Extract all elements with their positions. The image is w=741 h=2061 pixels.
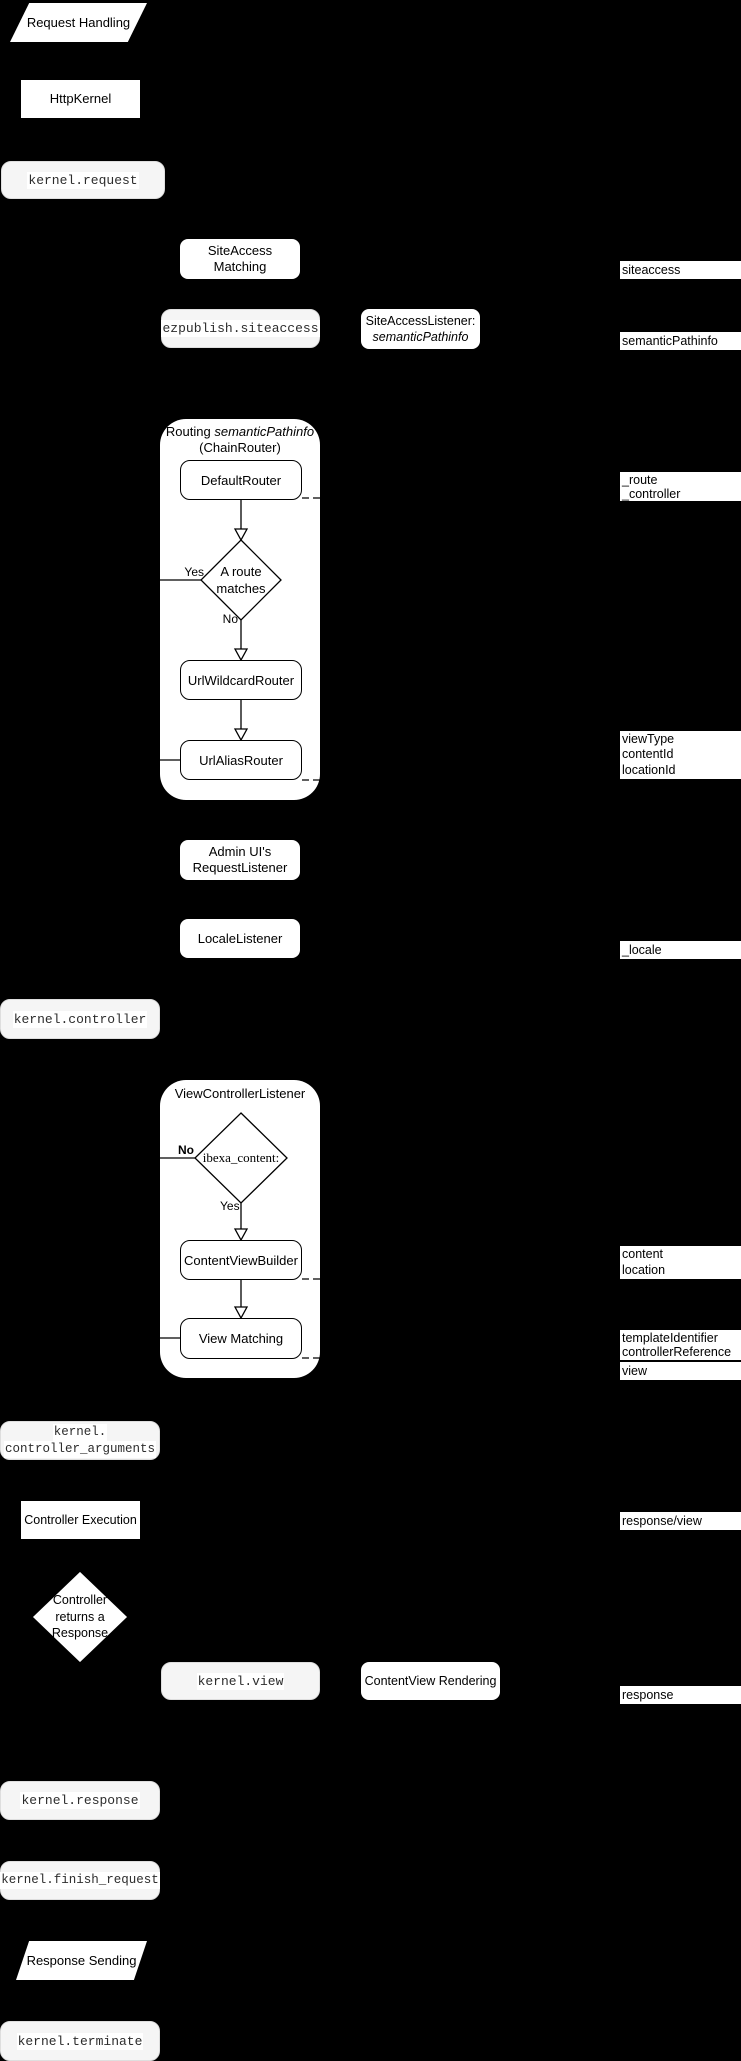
controller-execution-node: Controller Execution [21,1501,140,1539]
ibexa-content-label: ibexa_content: [202,1150,280,1165]
content-location-param-band: content location [620,1246,741,1279]
kernel-finish-request-event: kernel.finish_request [0,1861,160,1900]
ezpublish-siteaccess-event: ezpublish.siteaccess [161,309,320,348]
kernel-controller-event: kernel.controller [0,999,160,1039]
yes-label: Yes [184,565,204,579]
request-handling-terminator: Request Handling [10,3,147,42]
kernel-controller-arguments-event: kernel. controller_arguments [0,1421,160,1460]
kernel-view-event: kernel.view [161,1662,320,1700]
kernel-response-event: kernel.response [0,1781,160,1820]
response-param-band: response [620,1686,741,1704]
yes-label: Yes [220,1199,240,1213]
semantic-pathinfo-param-band: semanticPathinfo [620,332,741,350]
response-sending-terminator: Response Sending [16,1941,147,1980]
siteaccess-param-band: siteaccess [620,261,741,279]
locale-param-band: _locale [620,941,741,959]
routing-container-title: Routing semanticPathinfo (ChainRouter) [165,424,315,455]
response-view-param-band: response/view [620,1512,741,1530]
view-param-band: view [620,1362,741,1380]
kernel-terminate-event: kernel.terminate [0,2021,160,2061]
view-params-band: viewType contentId locationId [620,731,741,779]
view-controller-listener-title: ViewControllerListener [174,1086,306,1101]
template-controller-param-band: templateIdentifier controllerReference [620,1330,741,1360]
controller-returns-response-label: Controller returns a Response [51,1593,109,1640]
route-matches-label: A route matches [216,564,266,596]
no-label: No [178,1143,194,1157]
locale-listener-node: LocaleListener [180,919,300,958]
url-alias-router-node: UrlAliasRouter [180,740,302,780]
content-view-builder-node: ContentViewBuilder [180,1240,302,1280]
contentview-rendering-node: ContentView Rendering [361,1662,500,1700]
siteaccess-matching-node: SiteAccess Matching [180,239,300,279]
kernel-request-event: kernel.request [1,161,165,199]
siteaccess-listener-node: SiteAccessListener: semanticPathinfo [361,309,480,349]
admin-ui-request-listener-node: Admin UI's RequestListener [180,840,300,880]
no-label: No [222,612,238,626]
route-controller-param-band: _route _controller [620,472,741,501]
httpkernel-node: HttpKernel [21,80,140,118]
view-matching-node: View Matching [180,1318,302,1359]
url-wildcard-router-node: UrlWildcardRouter [180,660,302,700]
default-router-node: DefaultRouter [180,460,302,500]
